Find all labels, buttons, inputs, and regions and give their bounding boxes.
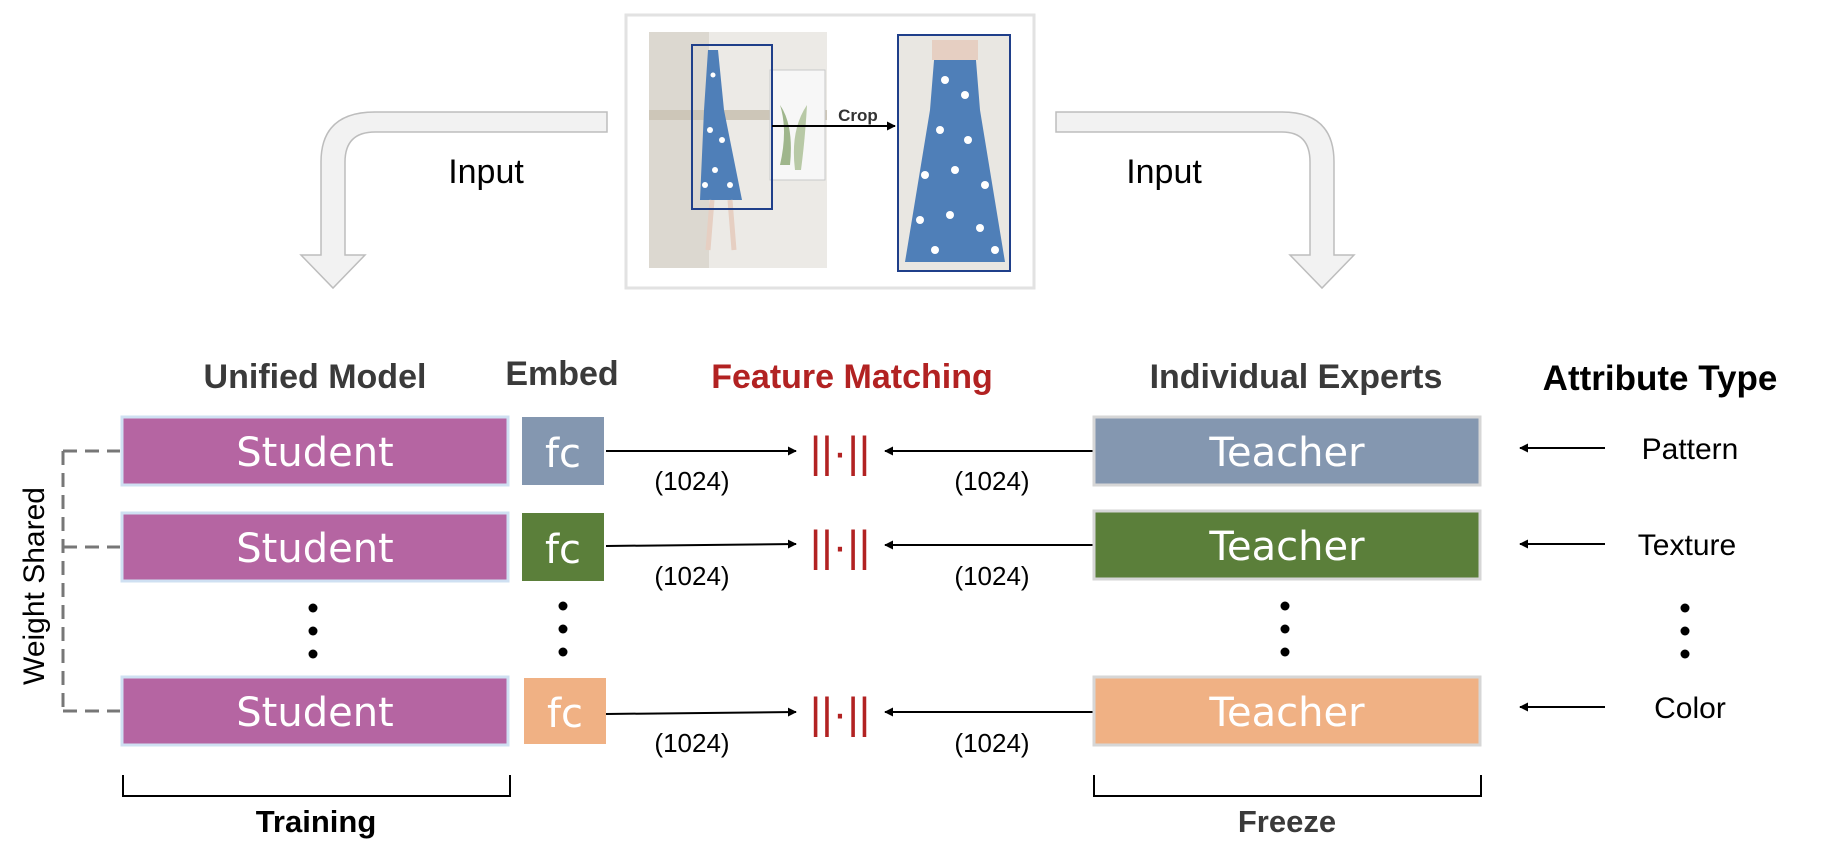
header-embed: Embed <box>505 355 618 393</box>
dim-right: (1024) <box>954 728 1029 758</box>
teacher-box <box>1092 415 1482 487</box>
norm-symbol: ||·|| <box>810 522 870 571</box>
norm-symbol: ||·|| <box>810 428 870 477</box>
row-texture: Student fc (1024) ||·|| (1024) Teacher T… <box>120 509 1736 591</box>
input-label-right: Input <box>1126 153 1202 191</box>
student-box <box>120 415 510 487</box>
freeze-label: Freeze <box>1238 804 1336 839</box>
crop-label: Crop <box>838 106 878 125</box>
training-brace <box>122 775 511 797</box>
cropped-photo <box>897 34 1011 272</box>
header-individual-experts: Individual Experts <box>1150 358 1443 396</box>
header-unified-model: Unified Model <box>204 358 427 396</box>
fc-box <box>522 513 604 581</box>
student-box <box>120 511 510 583</box>
student-label: Student <box>236 430 393 476</box>
attribute-label: Texture <box>1638 529 1736 562</box>
attribute-label: Pattern <box>1642 433 1739 466</box>
teacher-box <box>1092 509 1482 581</box>
row-pattern: Student fc (1024) ||·|| (1024) Teacher P… <box>120 415 1739 496</box>
input-image-panel: Crop <box>624 13 1036 290</box>
dim-left: (1024) <box>654 728 729 758</box>
fc-label: fc <box>545 527 581 573</box>
norm-symbol: ||·|| <box>810 689 870 738</box>
dim-right: (1024) <box>954 561 1029 591</box>
fc-box <box>522 417 604 485</box>
fc-to-norm-arrow <box>605 707 797 717</box>
dim-left: (1024) <box>654 466 729 496</box>
original-photo <box>649 32 827 268</box>
freeze-brace <box>1093 775 1482 797</box>
dim-right: (1024) <box>954 466 1029 496</box>
fc-box <box>524 678 606 744</box>
attribute-label: Color <box>1654 692 1726 725</box>
fc-to-norm-arrow <box>605 539 797 549</box>
fc-label: fc <box>547 691 583 737</box>
header-feature-matching: Feature Matching <box>711 358 992 396</box>
student-label: Student <box>236 526 393 572</box>
ellipsis-dots <box>308 601 1690 659</box>
teacher-label: Teacher <box>1208 690 1365 736</box>
teacher-label: Teacher <box>1208 430 1365 476</box>
input-label-left: Input <box>448 153 524 191</box>
training-label: Training <box>256 804 377 839</box>
fc-label: fc <box>545 431 581 477</box>
row-color: Student fc (1024) ||·|| (1024) Teacher C… <box>120 675 1726 758</box>
student-box <box>120 675 510 747</box>
input-arrow-right <box>1055 111 1356 290</box>
input-arrow-left <box>299 111 608 290</box>
weight-shared-bracket <box>61 449 120 713</box>
teacher-label: Teacher <box>1208 524 1365 570</box>
weight-shared-label: Weight Shared <box>18 487 51 685</box>
teacher-box <box>1092 675 1482 747</box>
header-attribute-type: Attribute Type <box>1543 359 1778 398</box>
dim-left: (1024) <box>654 561 729 591</box>
student-label: Student <box>236 690 393 736</box>
